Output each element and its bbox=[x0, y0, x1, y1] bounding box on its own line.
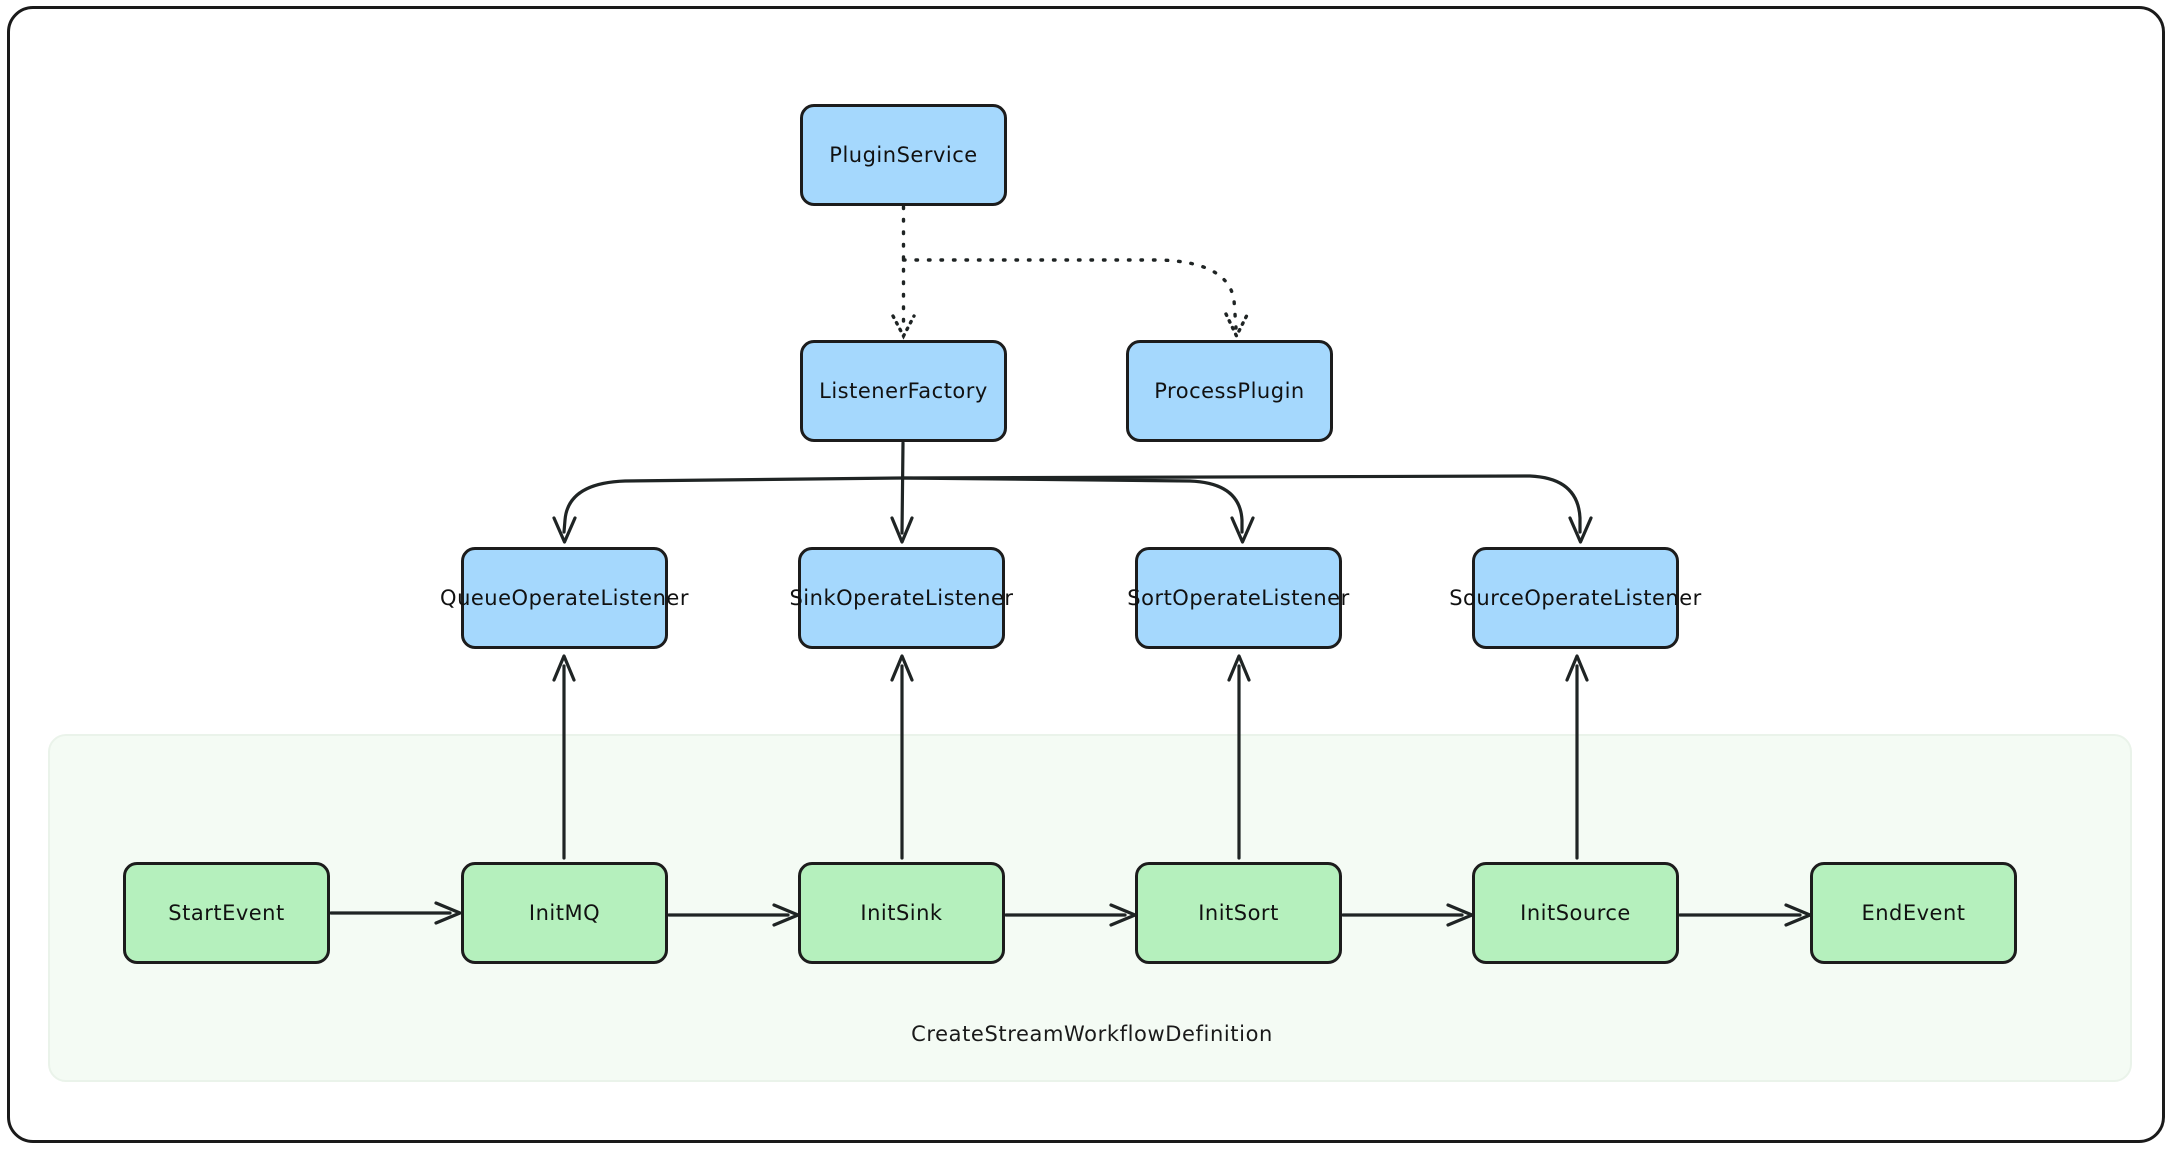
node-pluginservice[interactable]: PluginService bbox=[800, 104, 1007, 206]
node-endevent[interactable]: EndEvent bbox=[1810, 862, 2017, 964]
node-startevent[interactable]: StartEvent bbox=[123, 862, 330, 964]
node-label: InitMQ bbox=[528, 900, 601, 925]
node-label: PluginService bbox=[829, 142, 978, 167]
node-label: InitSort bbox=[1198, 900, 1279, 925]
node-label: QueueOperateListener bbox=[440, 585, 689, 610]
node-label: ListenerFactory bbox=[819, 378, 988, 403]
diagram-outer-frame bbox=[7, 6, 2165, 1143]
node-listenerfactory[interactable]: ListenerFactory bbox=[800, 340, 1007, 442]
node-initsource[interactable]: InitSource bbox=[1472, 862, 1679, 964]
node-label: InitSink bbox=[860, 900, 943, 925]
node-initmq[interactable]: InitMQ bbox=[461, 862, 668, 964]
node-label: SourceOperateListener bbox=[1449, 585, 1702, 610]
node-initsink[interactable]: InitSink bbox=[798, 862, 1005, 964]
node-initsort[interactable]: InitSort bbox=[1135, 862, 1342, 964]
node-label: SinkOperateListener bbox=[789, 585, 1014, 610]
node-label: InitSource bbox=[1520, 900, 1631, 925]
node-sinkoperatelistener[interactable]: SinkOperateListener bbox=[789, 547, 1013, 649]
subgraph-label: CreateStreamWorkflowDefinition bbox=[911, 1022, 1273, 1046]
node-label: ProcessPlugin bbox=[1154, 378, 1305, 403]
node-sortoperatelistener[interactable]: SortOperateListener bbox=[1127, 547, 1349, 649]
node-processplugin[interactable]: ProcessPlugin bbox=[1126, 340, 1333, 442]
node-label: SortOperateListener bbox=[1127, 585, 1350, 610]
node-sourceoperatelistener[interactable]: SourceOperateListener bbox=[1449, 547, 1701, 649]
node-queueoperatelistener[interactable]: QueueOperateListener bbox=[440, 547, 688, 649]
node-label: StartEvent bbox=[168, 900, 285, 925]
node-label: EndEvent bbox=[1861, 900, 1966, 925]
